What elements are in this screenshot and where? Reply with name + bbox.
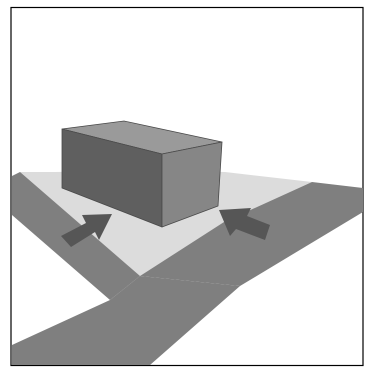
road-bottom-branch — [12, 276, 240, 365]
building-block — [61, 120, 223, 228]
access-arrow-right — [219, 208, 270, 240]
access-arrow-left — [61, 214, 112, 247]
building-side-face — [161, 141, 223, 228]
